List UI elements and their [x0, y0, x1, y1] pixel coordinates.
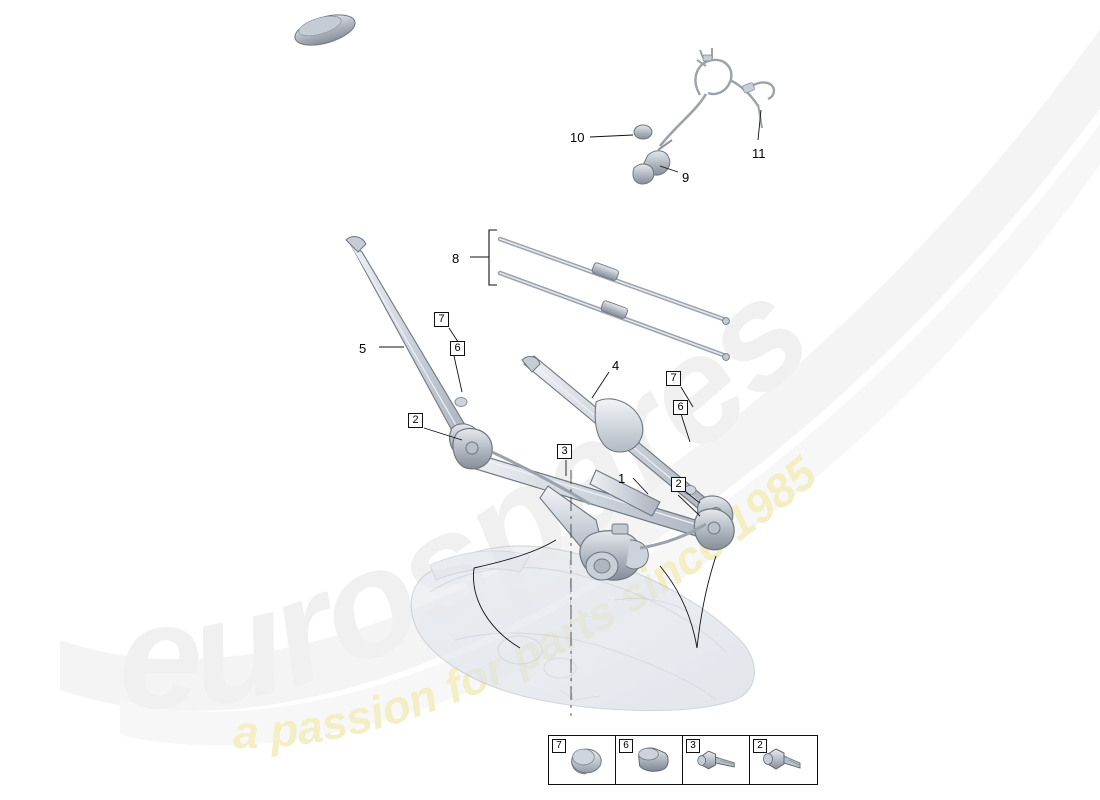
- legend-number-3: 3: [686, 739, 700, 753]
- callout-6-right: 6: [673, 400, 688, 415]
- ghost-bulkhead: [410, 545, 755, 712]
- callout-7-right: 7: [666, 371, 681, 386]
- legend-item-7: 7: [549, 736, 616, 784]
- callout-11: 11: [752, 146, 766, 161]
- part-cap-top-left: [294, 14, 356, 46]
- leader-lines-top: [589, 109, 762, 173]
- callout-1: 1: [618, 471, 626, 486]
- leader-lines-arm-right: [591, 371, 701, 504]
- callout-3: 3: [557, 444, 572, 459]
- callout-9: 9: [682, 170, 690, 185]
- part-wiper-blades: [470, 229, 730, 361]
- legend-item-6: 6: [616, 736, 683, 784]
- callout-8: 8: [452, 251, 460, 266]
- legend-number-7: 7: [552, 739, 566, 753]
- bush-cap-icon: [638, 747, 669, 772]
- callout-2-right: 2: [671, 477, 686, 492]
- part-washer-hose-assembly: [632, 48, 776, 185]
- callout-2-left: 2: [408, 413, 423, 428]
- grommet-cap-icon: [571, 748, 602, 775]
- leader-lines-linkage: [423, 427, 717, 649]
- callout-4: 4: [612, 358, 620, 373]
- callout-5: 5: [359, 341, 367, 356]
- legend-item-2: 2: [750, 736, 817, 784]
- parts-legend-strip: 7 6: [548, 735, 818, 785]
- callout-10: 10: [570, 130, 585, 145]
- callout-7-left: 7: [434, 312, 449, 327]
- legend-number-2: 2: [753, 739, 767, 753]
- bolt-with-washer-icon: [697, 750, 735, 770]
- part-wiper-linkage-motor: [452, 427, 735, 581]
- legend-item-3: 3: [683, 736, 750, 784]
- legend-number-6: 6: [619, 739, 633, 753]
- flange-bolt-icon: [763, 748, 801, 770]
- callout-6-left: 6: [450, 341, 465, 356]
